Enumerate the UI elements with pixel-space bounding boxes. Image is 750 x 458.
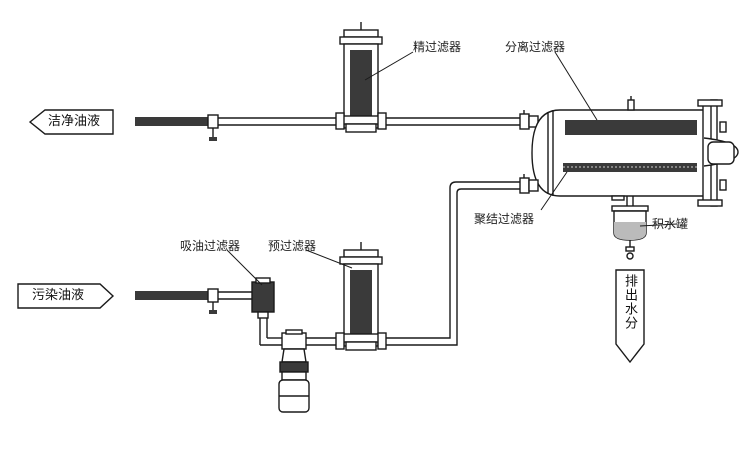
pump-motor-icon — [278, 329, 310, 413]
fine-filter-label: 精过滤器 — [413, 40, 462, 54]
water-tank-label: 积水罐 — [652, 217, 689, 231]
dirty-oil-hose — [135, 291, 210, 300]
clean-oil-arrow — [28, 109, 114, 135]
separation-filter-label: 分离过滤器 — [505, 40, 566, 54]
pre-filter-label: 预过滤器 — [268, 239, 317, 253]
dirty-oil-label: 污染油液 — [32, 288, 85, 303]
coalescing-filter-label: 聚结过滤器 — [474, 212, 535, 226]
water-tank — [611, 196, 649, 260]
separation-cartridge — [565, 120, 697, 135]
coalescing-cartridge — [563, 163, 697, 172]
suction-filter-label: 吸油过滤器 — [180, 239, 241, 253]
clean-oil-hose — [135, 117, 210, 126]
dirty-oil-arrow — [17, 283, 115, 309]
clean-oil-label: 洁净油液 — [48, 114, 101, 129]
drain-water-arrow — [615, 269, 645, 364]
pre-filter-vessel — [335, 242, 387, 351]
drain-water-label: 排出水分 — [622, 274, 637, 330]
separator-tank — [531, 96, 739, 207]
fine-filter-vessel — [335, 22, 387, 133]
suction-filter — [251, 277, 275, 319]
